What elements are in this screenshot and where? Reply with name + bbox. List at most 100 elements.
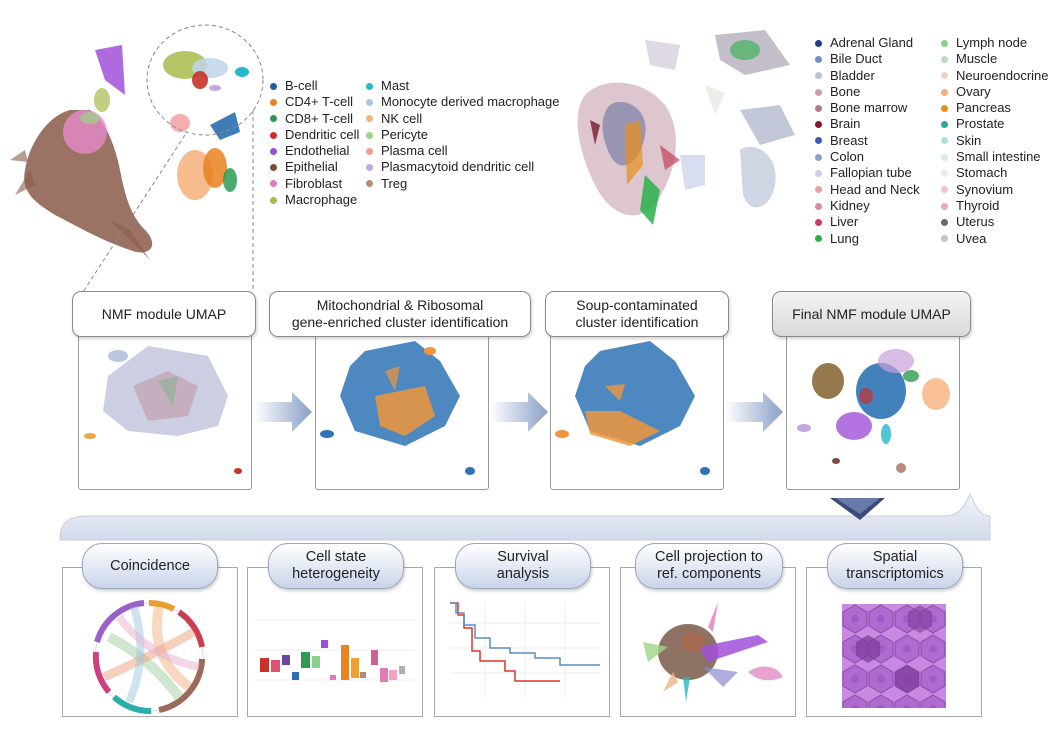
legend-dot [941, 170, 948, 178]
legend-dot [941, 186, 948, 194]
mito-umap-thumb [320, 341, 475, 475]
legend-dot [941, 121, 948, 129]
arrow-1 [254, 392, 312, 432]
projection-umap [643, 602, 783, 702]
legend-dot [941, 55, 948, 63]
dendritic-cluster [192, 71, 208, 89]
legend-item: Plasmacytoid dendritic cell [366, 159, 560, 175]
legend-item: Brain [815, 116, 920, 132]
legend-dot [941, 104, 948, 112]
legend-dot [941, 72, 948, 80]
analysis-panel-heterogeneity [247, 567, 423, 717]
tissue-legend-col2: Lymph node Muscle Neuroendocrine Ovary P… [941, 35, 1049, 247]
legend-item: Uvea [941, 231, 1049, 247]
legend-dot [270, 147, 277, 155]
legend-item: Dendritic cell [270, 127, 359, 143]
soup-umap-thumb [555, 341, 710, 475]
nmf-umap-thumb [84, 346, 242, 474]
legend-item: Thyroid [941, 198, 1049, 214]
analysis-label-survival: Survival analysis [455, 543, 591, 589]
legend-item: Breast [815, 133, 920, 149]
legend-dot [815, 55, 822, 63]
legend-dot [815, 121, 822, 129]
pdc-cluster [209, 85, 221, 91]
legend-dot [270, 82, 277, 90]
distribution-bracket [59, 492, 991, 541]
legend-dot [815, 88, 822, 96]
step-label-final: Final NMF module UMAP [772, 291, 971, 337]
legend-dot [815, 218, 822, 226]
legend-item: Kidney [815, 198, 920, 214]
legend-item: Monocyte derived macrophage [366, 94, 560, 110]
mast-cluster [235, 67, 249, 77]
spatial-grid [842, 604, 946, 708]
legend-item: CD8+ T-cell [270, 111, 359, 127]
legend-item: Head and Neck [815, 182, 920, 198]
analysis-label-projection: Cell projection to ref. components [635, 543, 783, 589]
epithelial-cluster [10, 110, 153, 260]
legend-item: B-cell [270, 78, 359, 94]
legend-dot [366, 131, 373, 139]
legend-dot [815, 39, 822, 47]
macrophage-small-cluster [94, 88, 110, 112]
legend-item: Fibroblast [270, 176, 359, 192]
legend-dot [270, 115, 277, 123]
legend-item: Muscle [941, 51, 1049, 67]
arrow-2 [490, 392, 548, 432]
legend-item: Skin [941, 133, 1049, 149]
legend-dot [815, 72, 822, 80]
legend-dot [366, 180, 373, 188]
legend-dot [366, 115, 373, 123]
arrow-3 [725, 392, 783, 432]
survival-curve-blue [450, 602, 600, 666]
legend-item: Epithelial [270, 159, 359, 175]
legend-item: Bladder [815, 68, 920, 84]
legend-dot [815, 202, 822, 210]
legend-item: Prostate [941, 116, 1049, 132]
final-umap-thumb [797, 349, 950, 473]
legend-dot [941, 153, 948, 161]
legend-item: Bile Duct [815, 51, 920, 67]
legend-dot [815, 104, 822, 112]
legend-item: Adrenal Gland [815, 35, 920, 51]
legend-item: Colon [815, 149, 920, 165]
step-label-mito: Mitochondrial & Ribosomal gene-enriched … [269, 291, 531, 337]
legend-item: Neuroendocrine [941, 68, 1049, 84]
legend-dot [270, 98, 277, 106]
analysis-label-spatial: Spatial transcriptomics [827, 543, 963, 589]
legend-item: Lung [815, 231, 920, 247]
legend-dot [366, 147, 373, 155]
legend-dot [366, 82, 373, 90]
survival-plot [450, 602, 600, 698]
celltype-legend-col1: B-cell CD4+ T-cell CD8+ T-cell Dendritic… [270, 78, 359, 208]
legend-dot [366, 164, 373, 172]
legend-item: Liver [815, 214, 920, 230]
legend-item: Plasma cell [366, 143, 560, 159]
tissue-umap [577, 30, 795, 225]
legend-dot [815, 186, 822, 194]
legend-item: Synovium [941, 182, 1049, 198]
endothelial-cluster [95, 45, 125, 95]
legend-dot [815, 170, 822, 178]
legend-item: Pancreas [941, 100, 1049, 116]
step-label-nmf: NMF module UMAP [72, 291, 256, 337]
cd4-cluster [203, 148, 227, 188]
survival-curve-red [450, 602, 560, 682]
legend-item: Uterus [941, 214, 1049, 230]
legend-item: Fallopian tube [815, 165, 920, 181]
legend-dot [941, 202, 948, 210]
legend-dot [941, 137, 948, 145]
legend-item: Bone marrow [815, 100, 920, 116]
pericyte-cluster [80, 112, 100, 124]
legend-dot [270, 180, 277, 188]
celltype-legend-col2: Mast Monocyte derived macrophage NK cell… [366, 78, 560, 192]
legend-dot [270, 196, 277, 204]
analysis-panel-survival [434, 567, 610, 717]
legend-dot [941, 235, 948, 243]
legend-item: Stomach [941, 165, 1049, 181]
legend-dot [270, 164, 277, 172]
tissue-legend-col1: Adrenal Gland Bile Duct Bladder Bone Bon… [815, 35, 920, 247]
legend-item: CD4+ T-cell [270, 94, 359, 110]
analysis-label-coincidence: Coincidence [82, 543, 218, 589]
chord-diagram [92, 599, 205, 715]
